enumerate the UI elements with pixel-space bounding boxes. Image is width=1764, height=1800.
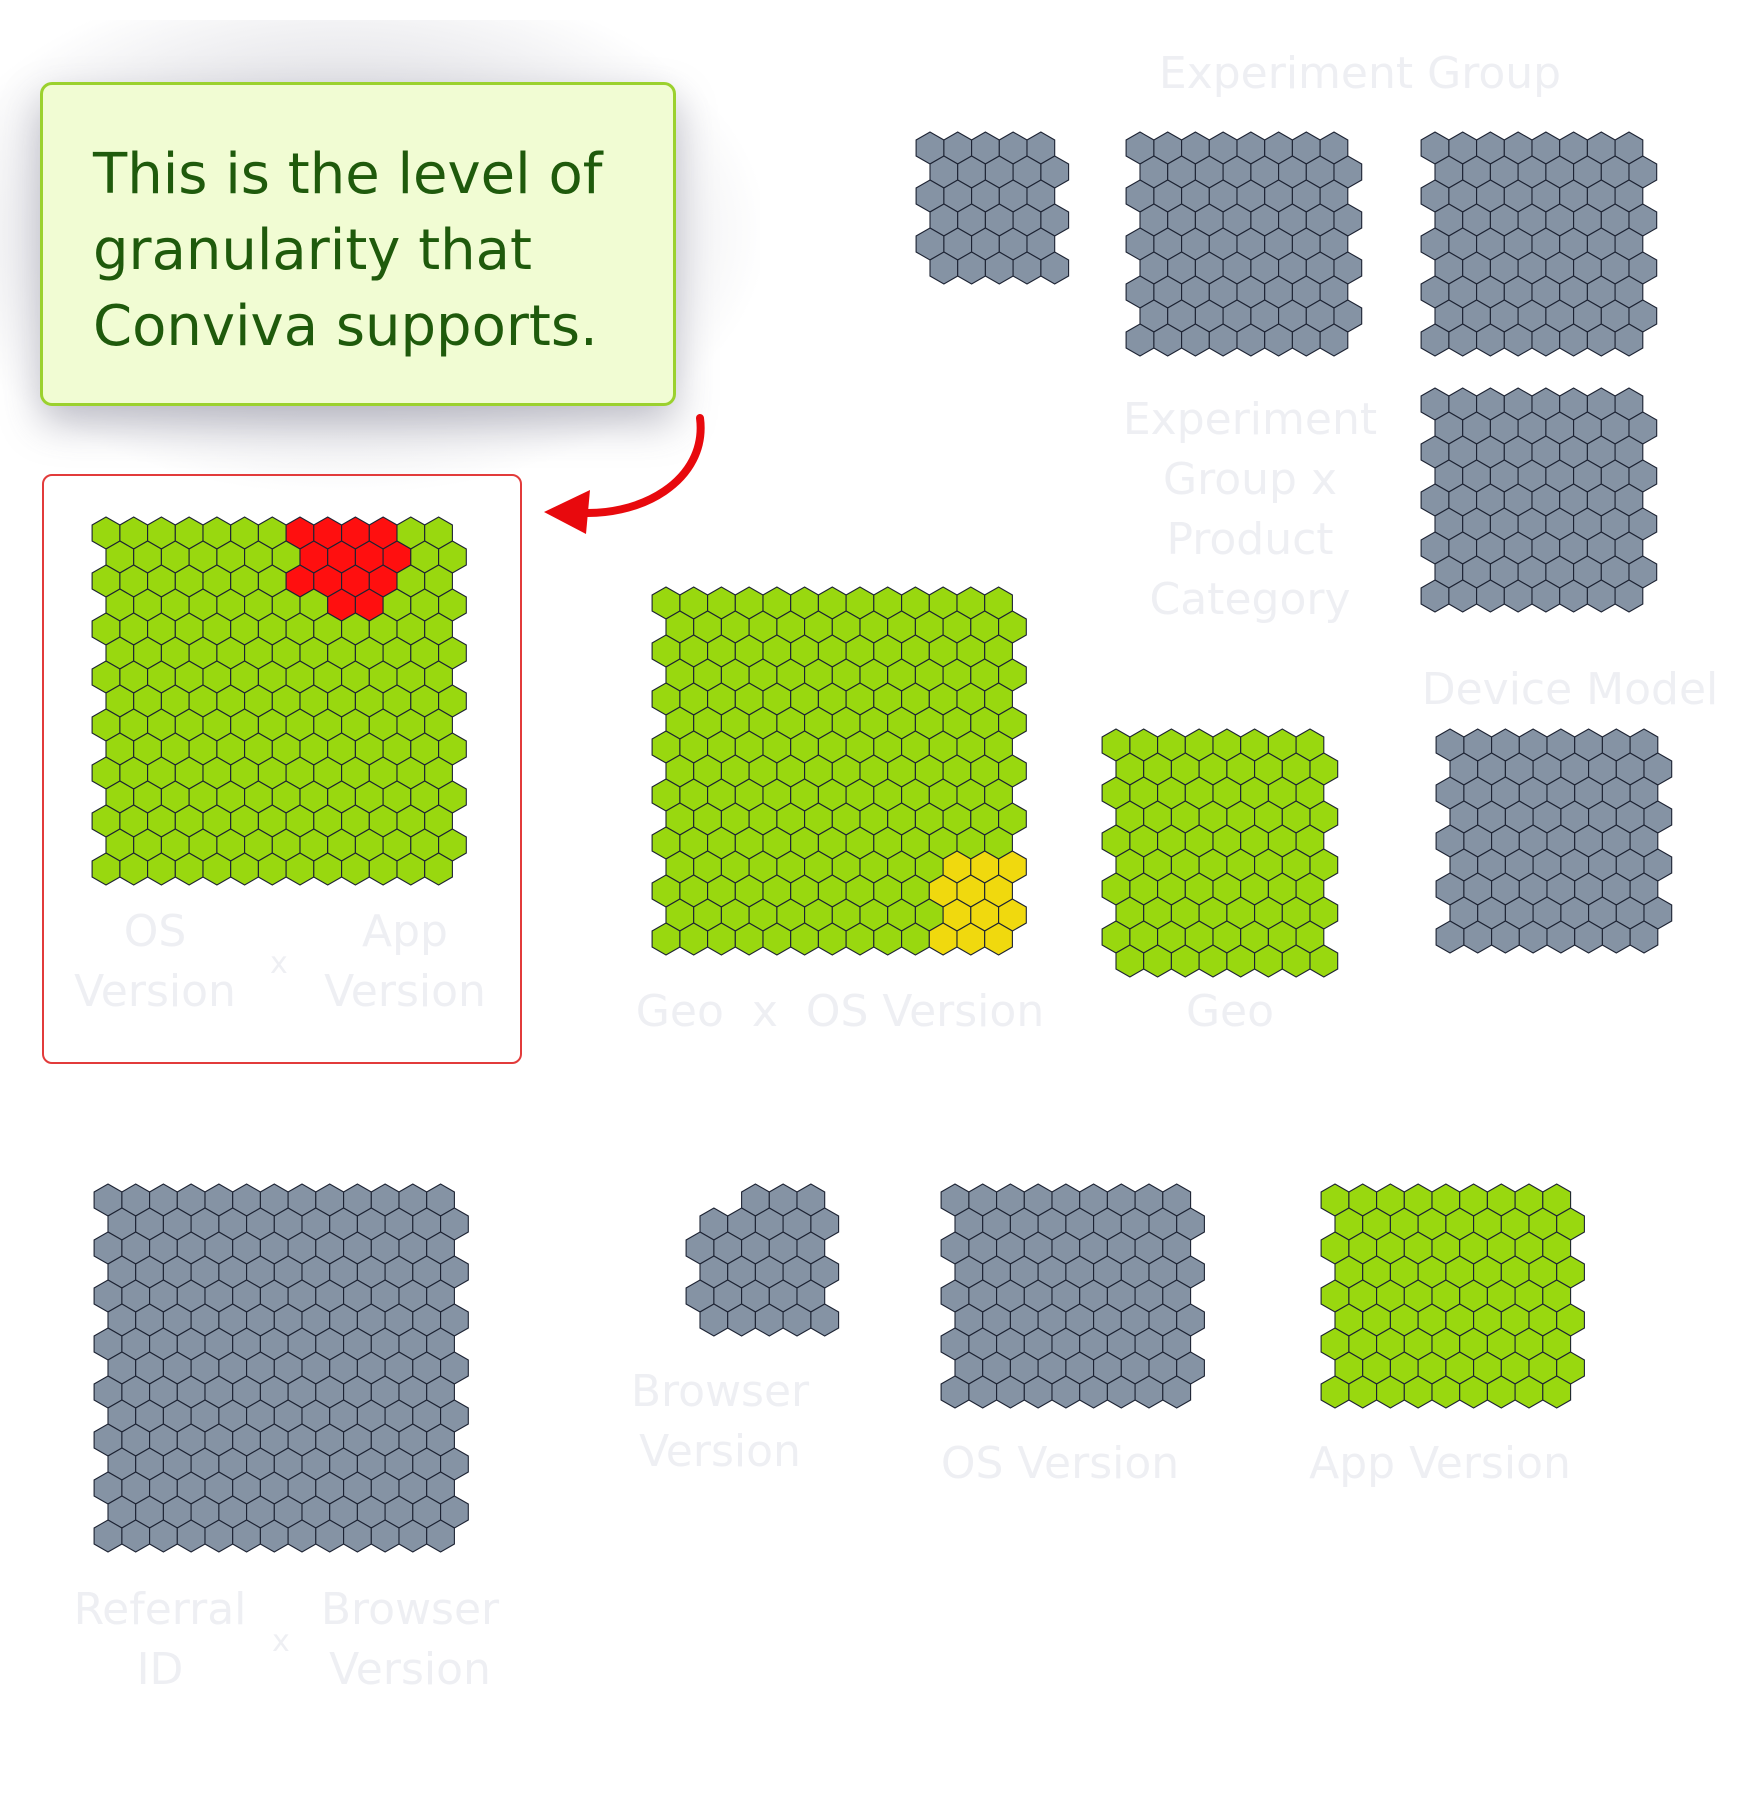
label-referral-id-2: ID [136, 1644, 184, 1695]
hex-cell [1614, 579, 1644, 613]
label-browser-version-right-1: Browser [320, 1584, 500, 1635]
hex-cell [1309, 944, 1339, 978]
hex-cluster-experiment-group-x-product-category [1420, 387, 1658, 613]
hex-cell [1629, 920, 1659, 954]
hex-cluster-referral-id-x-browser-version [93, 1183, 469, 1553]
label-browser-version-right-2: Version [329, 1644, 491, 1695]
hex-cluster-geo-x-os-version [651, 586, 1027, 956]
label-device-model: Device Model [1421, 664, 1719, 715]
hex-cell [1614, 323, 1644, 357]
hex-cell [1319, 323, 1349, 357]
label-app-version: App Version [1309, 1438, 1571, 1489]
hex-cluster-experiment-group-small [915, 131, 1070, 285]
curved-arrow-icon [566, 414, 705, 517]
label-browser-version-1: Browser [630, 1366, 810, 1417]
hex-cell [426, 1519, 455, 1553]
hex-cluster-os-version [940, 1183, 1205, 1409]
label-os-app-cross: x [270, 946, 288, 981]
hex-cell [424, 852, 453, 886]
label-app-version-right-2: Version [324, 966, 486, 1017]
hex-cell [810, 1303, 840, 1337]
label-referral-browser-cross: x [272, 1624, 290, 1659]
callout-text: This is the level of granularity that Co… [93, 142, 603, 359]
label-geo: Geo [1185, 986, 1275, 1037]
hex-cluster-experiment-group-medium [1125, 131, 1363, 357]
label-experiment-group: Experiment Group [1158, 48, 1562, 99]
label-os-version-left-2: Version [74, 966, 236, 1017]
label-referral-id-1: Referral [73, 1584, 247, 1635]
hex-cell-highlight [984, 922, 1013, 956]
label-app-version-right-1: App [362, 906, 448, 957]
hex-cell [1542, 1375, 1572, 1409]
label-geo-x-os-version: Geo x OS Version [635, 986, 1045, 1037]
label-os-version-left-1: OS [123, 906, 187, 957]
label-experiment-group-x-product-category: Experiment Group x Product Category [1122, 394, 1378, 625]
hex-cell [1162, 1375, 1192, 1409]
label-browser-version-2: Version [639, 1426, 801, 1477]
label-os-version: OS Version [940, 1438, 1180, 1489]
granularity-callout: This is the level of granularity that Co… [40, 82, 676, 406]
hex-cluster-os-version-x-app-version [91, 516, 467, 886]
hex-cell [1040, 251, 1070, 285]
hex-cluster-experiment-group-large [1420, 131, 1658, 357]
highlight-frame [42, 474, 522, 1064]
hex-cluster-geo [1101, 728, 1339, 978]
curved-arrow-head [544, 490, 590, 534]
hex-cluster-app-version [1320, 1183, 1585, 1409]
hex-cluster-browser-version [685, 1183, 840, 1337]
hex-cluster-device-model [1435, 728, 1673, 954]
